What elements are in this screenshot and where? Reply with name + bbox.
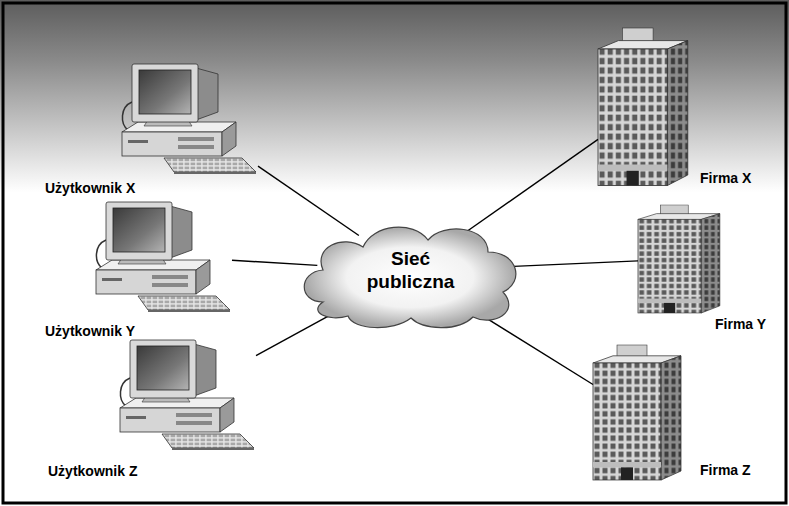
computer-icon [122,64,256,174]
network-link [232,260,317,265]
node-label: Firma Y [715,316,766,333]
node-label: Użytkownik Z [48,463,137,480]
frame-border [3,3,786,503]
computer-icon [120,340,254,450]
user-computer: Użytkownik Y [92,200,232,312]
computer-icon [96,202,230,312]
network-link [258,166,359,235]
node-label: Użytkownik Y [45,323,135,340]
building-icon [593,345,681,480]
company-building: Firma Y [638,205,722,313]
company-building: Firma Z [593,345,683,480]
node-label: Firma X [700,170,751,187]
network-link [504,261,638,267]
user-computer: Użytkownik X [118,62,258,174]
company-building: Firma X [598,28,690,186]
network-label: Sieć publiczna [356,248,466,294]
node-label: Użytkownik X [45,180,135,197]
network-cloud: Sieć publiczna [293,212,528,330]
building-icon [638,205,720,313]
node-label: Firma Z [700,462,751,479]
building-icon [598,28,688,186]
network-link [461,139,598,235]
user-computer: Użytkownik Z [116,338,256,450]
